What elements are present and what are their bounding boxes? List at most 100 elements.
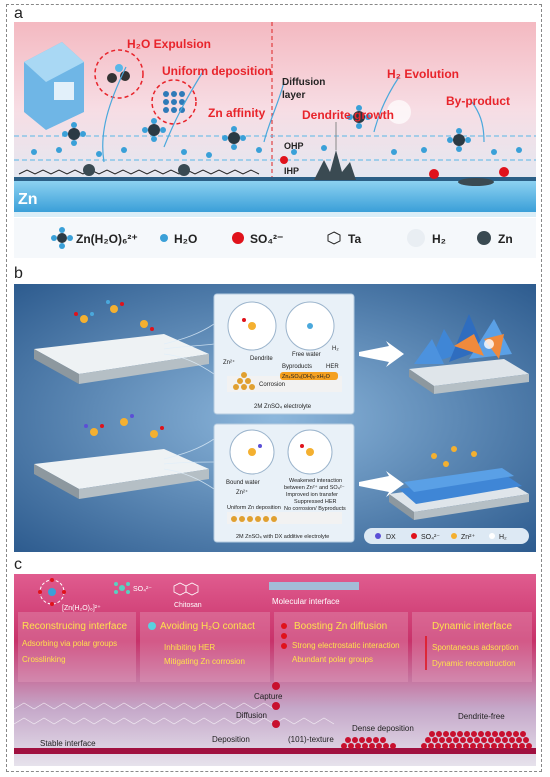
- legend-label: Ta: [348, 232, 361, 246]
- label-texture: (101)-texture: [288, 735, 334, 744]
- ta-molecule-icon: [327, 231, 341, 245]
- feature-4-item-2: Dynamic reconstruction: [432, 659, 516, 668]
- by-product-slab: [458, 178, 494, 186]
- feature-4-title: Dynamic interface: [432, 621, 512, 632]
- water-molecules: [31, 145, 522, 158]
- label-ohp: OHP: [284, 141, 304, 151]
- legend-zn: Zn: [477, 231, 513, 246]
- dx-icon: [375, 533, 381, 539]
- panel-c-letter: c: [14, 556, 22, 573]
- dendritic-deposit: [409, 314, 529, 394]
- label-capture: Capture: [254, 692, 283, 701]
- feature-1-item-2: Crosslinking: [22, 655, 66, 664]
- sulfate-icon: [411, 533, 417, 539]
- separator-illustration: [24, 42, 84, 130]
- feature-3-title: Boosting Zn diffusion: [294, 621, 387, 632]
- label-dendrite-growth: Dendrite growth: [302, 108, 394, 122]
- zinc-atom-icon: [477, 231, 491, 245]
- legend-label: Zn(H₂O)₆²⁺: [76, 232, 138, 246]
- zinc-ion-icon: [451, 533, 457, 539]
- legend-label: DX: [386, 534, 396, 541]
- chitosan-icon: [173, 582, 199, 596]
- panel-b-letter: b: [14, 265, 23, 282]
- top-zn2-label: Zn²⁺: [223, 359, 235, 366]
- legend-label: SO₄²⁻: [421, 534, 440, 541]
- zn-deposit-stack: [14, 731, 536, 754]
- figure-frame: [6, 4, 542, 772]
- panel-a-letter: a: [14, 5, 23, 22]
- hydrogen-bubble-icon: [407, 229, 425, 247]
- hydrated-zn-clusters: [62, 105, 471, 152]
- ta-molecules-layer: [18, 169, 260, 175]
- label-so4: SO₄²⁻: [133, 586, 152, 593]
- legend-h2o: H₂O: [160, 232, 197, 246]
- bottom-weakened-1: Weakened interaction: [289, 478, 342, 484]
- label-ihp: IHP: [284, 166, 299, 176]
- top-dendrite-label: Dendrite: [250, 356, 273, 362]
- label-chitosan: Chitosan: [174, 602, 202, 609]
- label-zn-substrate: Zn: [18, 191, 38, 208]
- flow-lines: [163, 323, 215, 490]
- hydrated-zn-icon: [57, 233, 67, 243]
- bottom-improved: Improved ion transfer: [286, 492, 338, 498]
- uniform-deposition-circle: [151, 79, 197, 125]
- label-stable-interface: Stable interface: [40, 739, 96, 748]
- bottom-box-caption: 2M ZnSO₄ with DX additive electrolyte: [236, 534, 329, 540]
- legend-label: Zn²⁺: [461, 534, 476, 541]
- label-h2o-expulsion: H₂O Expulsion: [127, 37, 211, 51]
- zn-substrate-edge: [14, 177, 536, 181]
- label-layer: layer: [282, 90, 305, 101]
- zn-complex-ring: [38, 578, 66, 606]
- molecular-interface-bar: [269, 582, 359, 590]
- legend-label: Zn: [498, 232, 513, 246]
- water-icon: [160, 234, 168, 242]
- panel-c: [Zn(H₂O)₆]²⁺ SO₄²⁻ Chitosan Molecular in…: [14, 574, 536, 766]
- process-arrows: [359, 341, 404, 497]
- feature-1-title: Reconstrucing interface: [22, 621, 127, 632]
- legend-so4: SO₄²⁻: [232, 232, 283, 246]
- panel-b: Zn²⁺ Dendrite Free water H₂ Byproducts H…: [14, 284, 536, 552]
- label-diffusion: Diffusion: [282, 77, 325, 88]
- feature-2-title: Avoiding H₂O contact: [160, 621, 255, 632]
- bottom-bound-water-label: Bound water: [226, 480, 260, 486]
- legend-label: H₂O: [174, 232, 197, 246]
- legend-zn-h2o6: Zn(H₂O)₆²⁺: [51, 227, 138, 249]
- h2-bubble: [387, 100, 411, 124]
- feature-box-2: Avoiding H₂O contact Inhibiting HER Miti…: [140, 612, 270, 682]
- label-uniform-deposition: Uniform deposition: [162, 64, 272, 78]
- feature-box-3: Boosting Zn diffusion Strong electrostat…: [274, 612, 408, 682]
- zn-substrate: [14, 180, 536, 212]
- dendrite: [314, 150, 356, 180]
- feature-1-item-1: Adsorbing via polar groups: [22, 639, 117, 648]
- bottom-uniform: Uniform Zn deposition: [227, 505, 281, 511]
- feature-box-1: Reconstrucing interface Adsorbing via po…: [18, 612, 136, 682]
- hydrogen-icon: [489, 533, 495, 539]
- top-h2-label: H₂: [332, 346, 339, 352]
- label-h2-evolution: H₂ Evolution: [387, 67, 459, 81]
- zn-atom: [83, 164, 95, 176]
- legend-ta: Ta: [327, 231, 361, 246]
- sulfate-icon: [232, 232, 244, 244]
- top-formula-label: Zn₄SO₄(OH)₆·xH₂O: [282, 374, 331, 380]
- legend-h2: H₂: [407, 229, 446, 247]
- mechanism-box-top: Zn²⁺ Dendrite Free water H₂ Byproducts H…: [213, 293, 355, 415]
- top-corrosion-label: Corrosion: [259, 382, 285, 388]
- bottom-suppressed: Suppressed HER: [294, 499, 337, 505]
- label-deposition: Deposition: [212, 735, 250, 744]
- h2o-expulsion-circle: [94, 49, 144, 99]
- label-zn-affinity: Zn affinity: [208, 106, 266, 120]
- label-dense-deposition: Dense deposition: [352, 724, 414, 733]
- legend-label: H₂: [432, 232, 446, 246]
- feature-2-item-2: Mitigating Zn corrosion: [164, 657, 245, 666]
- top-box-caption: 2M ZnSO₄ electrolyte: [254, 404, 312, 410]
- feature-box-4: Dynamic interface Spontaneous adsorption…: [412, 612, 532, 682]
- feature-3-item-2: Abundant polar groups: [292, 655, 373, 664]
- label-zn-complex: [Zn(H₂O)₆]²⁺: [62, 605, 101, 612]
- top-free-water-label: Free water: [292, 352, 321, 358]
- bottom-no-corrosion: No corrosion/ Byproducts: [284, 506, 346, 512]
- label-diffusion: Diffusion: [236, 711, 267, 720]
- label-by-product: By-product: [446, 94, 510, 108]
- label-molecular-interface: Molecular interface: [272, 597, 340, 606]
- panel-b-legend: DX SO₄²⁻ Zn²⁺ H₂: [364, 528, 529, 544]
- flow-arrows: [102, 66, 485, 163]
